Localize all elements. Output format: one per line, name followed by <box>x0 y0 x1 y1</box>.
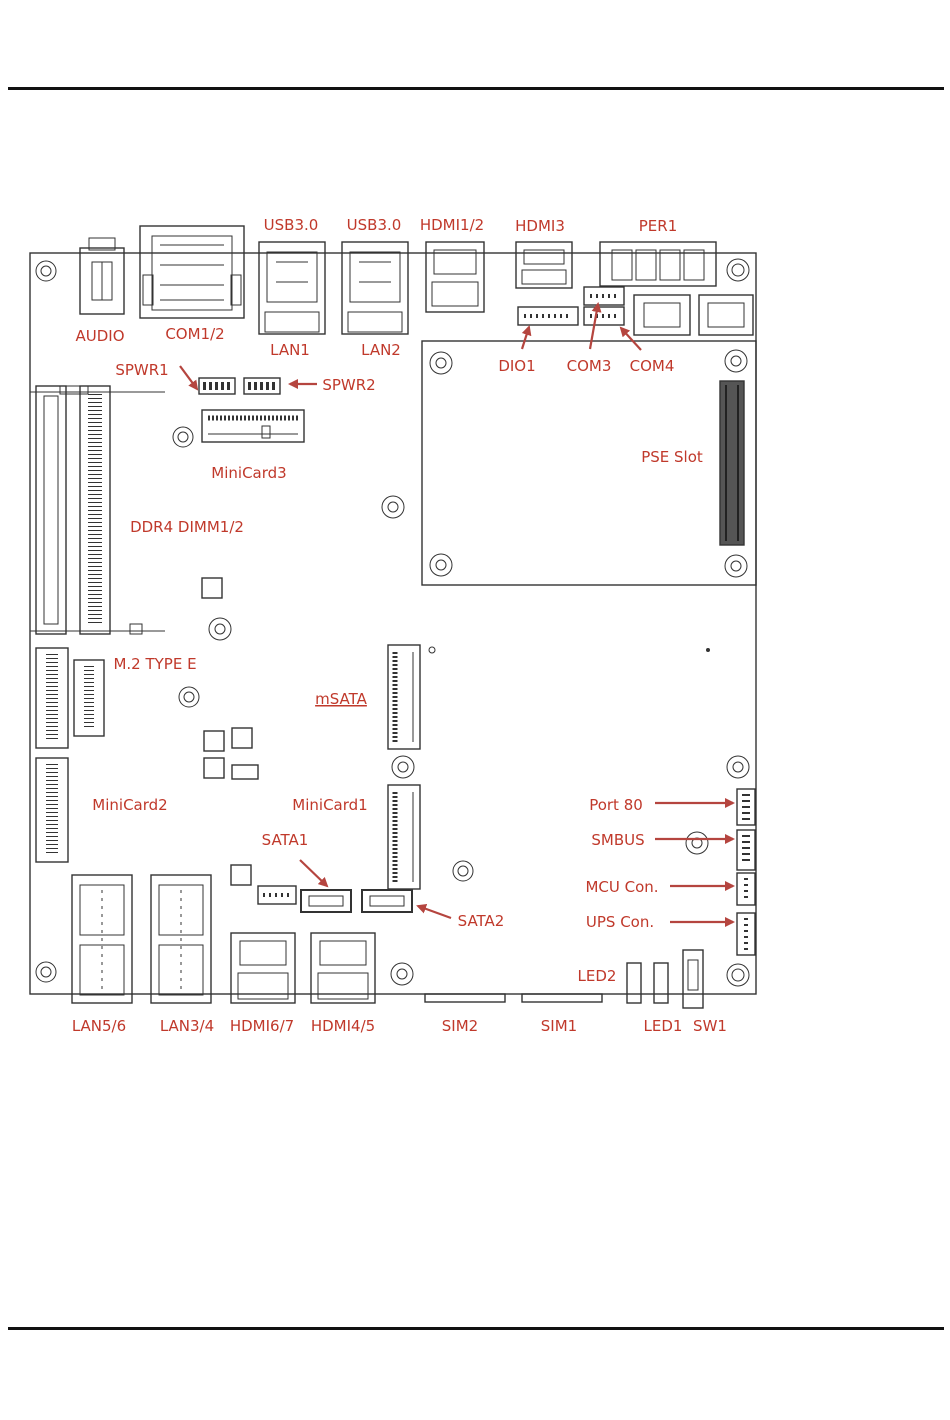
label-m2: M.2 TYPE E <box>113 655 196 673</box>
misc-components <box>202 578 710 904</box>
label-sim2: SIM2 <box>442 1017 478 1035</box>
right-headers <box>737 789 755 955</box>
label-usb-right: USB3.0 <box>347 216 402 234</box>
label-led2: LED2 <box>578 967 617 985</box>
label-com4: COM4 <box>630 357 675 375</box>
label-sata1: SATA1 <box>262 831 309 849</box>
label-minicard1: MiniCard1 <box>292 796 367 814</box>
label-smbus: SMBUS <box>591 831 644 849</box>
com4-header-shape <box>584 307 624 325</box>
label-msata: mSATA <box>315 690 368 708</box>
spwr1-header-shape <box>199 378 235 394</box>
com3-header-shape <box>584 287 624 305</box>
hdmi67-connector-shape <box>231 933 295 1003</box>
label-sim1: SIM1 <box>541 1017 577 1035</box>
label-sw1: SW1 <box>693 1017 727 1035</box>
lan34-connector-shape <box>151 875 211 1003</box>
sata1-connector-shape <box>301 890 351 912</box>
label-hdmi3: HDMI3 <box>515 217 565 235</box>
dio1-header-shape <box>518 307 578 325</box>
label-hdmi45: HDMI4/5 <box>311 1017 375 1035</box>
label-audio: AUDIO <box>75 327 124 345</box>
pse-card-area <box>422 341 756 585</box>
label-pse-slot: PSE Slot <box>641 448 703 466</box>
audio-connector-shape <box>80 238 124 314</box>
label-ups: UPS Con. <box>586 913 654 931</box>
label-port80: Port 80 <box>589 796 643 814</box>
m2-slot-shape <box>36 648 104 748</box>
com12-connector-shape <box>140 226 244 318</box>
label-spwr1: SPWR1 <box>115 361 168 379</box>
label-hdmi12: HDMI1/2 <box>420 216 484 234</box>
label-lan2: LAN2 <box>361 341 401 359</box>
label-dio1: DIO1 <box>498 357 535 375</box>
sim-slots-shape <box>425 994 602 1002</box>
label-ddr4: DDR4 DIMM1/2 <box>130 518 244 536</box>
led-sw-shape <box>627 950 703 1008</box>
minicard2-slot-shape <box>36 758 68 862</box>
label-minicard3: MiniCard3 <box>211 464 286 482</box>
label-spwr2: SPWR2 <box>322 376 375 394</box>
label-led1: LED1 <box>644 1017 683 1035</box>
label-lan34: LAN3/4 <box>160 1017 214 1035</box>
ddr4-slots-shape <box>30 386 165 634</box>
label-minicard2: MiniCard2 <box>92 796 167 814</box>
per1-switches-shape <box>634 295 753 335</box>
label-arrows <box>180 304 733 922</box>
minicard3-slot-shape <box>202 410 304 442</box>
lan2-connector-shape <box>342 242 408 334</box>
lan56-connector-shape <box>72 875 132 1003</box>
label-per1: PER1 <box>639 217 678 235</box>
label-com12: COM1/2 <box>165 325 224 343</box>
label-hdmi67: HDMI6/7 <box>230 1017 294 1035</box>
label-sata2: SATA2 <box>458 912 505 930</box>
lan1-connector-shape <box>259 242 325 334</box>
label-lan1: LAN1 <box>270 341 310 359</box>
label-lan56: LAN5/6 <box>72 1017 126 1035</box>
minicard1-slot-shape <box>388 785 420 889</box>
label-usb-left: USB3.0 <box>264 216 319 234</box>
msata-slot-shape <box>388 645 420 749</box>
per1-connector-shape <box>600 242 716 286</box>
label-mcu: MCU Con. <box>585 878 658 896</box>
sata2-connector-shape <box>362 890 412 912</box>
hdmi45-connector-shape <box>311 933 375 1003</box>
label-com3: COM3 <box>567 357 612 375</box>
spwr2-header-shape <box>244 378 280 394</box>
hdmi3-connector-shape <box>516 242 572 288</box>
